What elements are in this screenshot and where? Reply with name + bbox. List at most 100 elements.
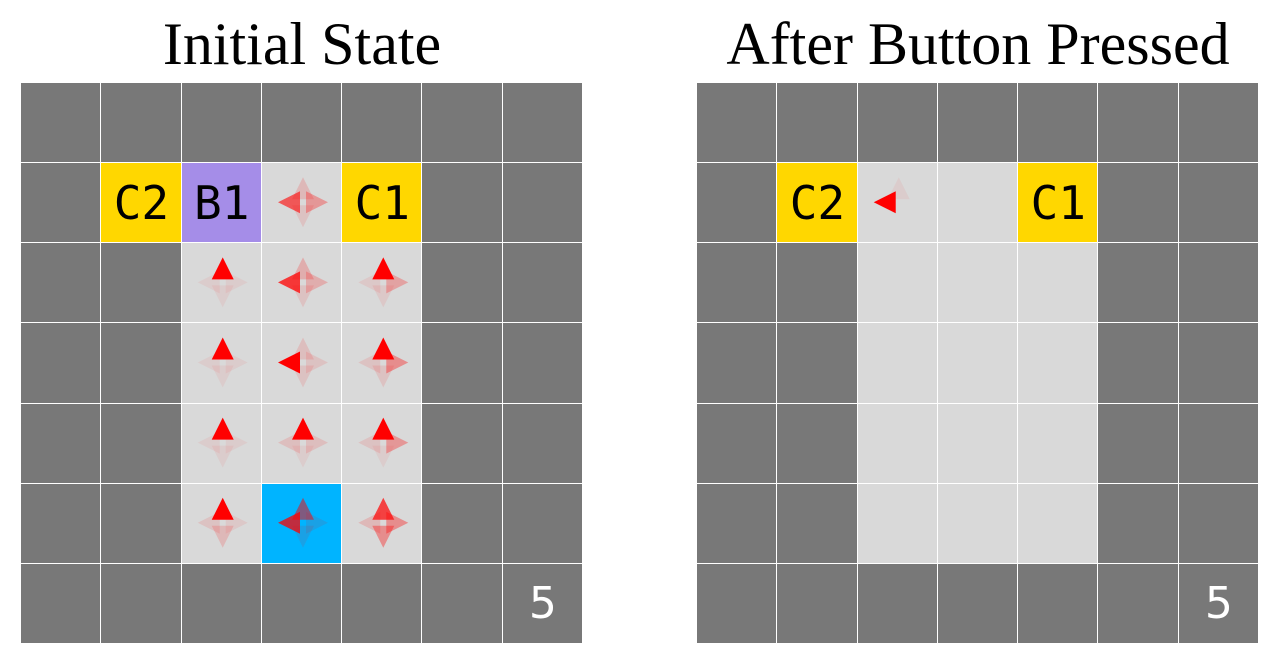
cell-label: C2 — [789, 176, 846, 231]
wall-cell — [422, 243, 503, 324]
wall-cell — [777, 483, 858, 564]
cargo-cell — [342, 163, 423, 244]
wall-cell — [1098, 323, 1179, 404]
wall-cell — [101, 563, 182, 644]
floor-cell — [261, 163, 343, 244]
wall-cell — [21, 83, 102, 164]
wall-cell — [21, 243, 102, 324]
wall-cell — [1178, 483, 1259, 564]
wall-cell — [342, 83, 423, 164]
wall-cell — [937, 83, 1019, 164]
wall-cell — [697, 403, 778, 484]
wall-cell — [101, 403, 182, 484]
wall-cell — [422, 323, 503, 404]
wall-cell — [777, 403, 858, 484]
wall-cell — [21, 563, 102, 644]
cell-label: B1 — [194, 176, 250, 231]
wall-cell — [1178, 403, 1259, 484]
wall-cell — [502, 563, 583, 644]
wall-cell — [101, 323, 182, 404]
wall-cell — [1178, 563, 1259, 644]
wall-cell — [857, 563, 938, 644]
wall-cell — [261, 563, 343, 644]
wall-cell — [697, 243, 778, 324]
floor-cell — [857, 403, 938, 484]
floor-cell — [181, 483, 262, 564]
wall-cell — [422, 163, 503, 244]
floor-cell — [857, 243, 938, 324]
wall-cell — [21, 403, 102, 484]
floor-cell — [342, 243, 423, 324]
wall-cell — [777, 83, 858, 164]
wall-cell — [697, 163, 778, 244]
floor-cell — [181, 243, 262, 324]
wall-cell — [422, 403, 503, 484]
wall-cell — [502, 83, 583, 164]
wall-cell — [1178, 83, 1259, 164]
wall-cell — [1178, 323, 1259, 404]
panel-title: After Button Pressed — [726, 11, 1230, 77]
cargo-cell — [1018, 163, 1099, 244]
agent-cell — [261, 483, 343, 564]
wall-cell — [857, 83, 938, 164]
cell-label-holder: C2 — [101, 163, 181, 243]
floor-cell — [342, 483, 423, 564]
step-counter: 5 — [1204, 578, 1233, 630]
wall-cell — [21, 323, 102, 404]
wall-cell — [101, 243, 182, 324]
wall-cell — [181, 563, 262, 644]
wall-cell — [502, 243, 583, 324]
panel-initial-state: Initial State C2 B1 C1 5 — [21, 0, 583, 662]
wall-cell — [777, 563, 858, 644]
floor-cell — [937, 243, 1019, 324]
floor-cell — [857, 323, 938, 404]
floor-cell — [181, 323, 262, 404]
floor-cell — [857, 163, 938, 244]
wall-cell — [342, 563, 423, 644]
cell-label-holder: B1 — [182, 163, 262, 243]
cell-label-holder: C1 — [342, 163, 422, 243]
floor-cell — [181, 403, 262, 484]
wall-cell — [777, 323, 858, 404]
wall-cell — [101, 83, 182, 164]
wall-cell — [502, 323, 583, 404]
wall-cell — [1178, 243, 1259, 324]
wall-cell — [502, 403, 583, 484]
floor-cell — [342, 323, 423, 404]
wall-cell — [1098, 163, 1179, 244]
wall-cell — [697, 83, 778, 164]
wall-cell — [1098, 83, 1179, 164]
wall-cell — [21, 163, 102, 244]
cell-label: C2 — [113, 176, 170, 231]
game-grid: C2 C1 5 — [697, 83, 1259, 644]
floor-cell — [857, 483, 938, 564]
wall-cell — [101, 483, 182, 564]
wall-cell — [181, 83, 262, 164]
wall-cell — [1098, 483, 1179, 564]
wall-cell — [261, 83, 343, 164]
cell-label-holder: C2 — [777, 163, 857, 243]
cell-label: C1 — [354, 176, 410, 231]
floor-cell — [342, 403, 423, 484]
floor-cell — [937, 163, 1019, 244]
cell-label-holder: C1 — [1018, 163, 1098, 243]
floor-cell — [261, 323, 343, 404]
wall-cell — [777, 243, 858, 324]
cargo-cell — [777, 163, 858, 244]
button-cell — [181, 163, 262, 244]
panel-title: Initial State — [162, 11, 442, 77]
wall-cell — [1098, 403, 1179, 484]
wall-cell — [697, 563, 778, 644]
floor-cell — [1018, 243, 1099, 324]
wall-cell — [1098, 243, 1179, 324]
floor-cell — [1018, 403, 1099, 484]
wall-cell — [1098, 563, 1179, 644]
wall-cell — [502, 483, 583, 564]
floor-cell — [1018, 483, 1099, 564]
wall-cell — [422, 83, 503, 164]
floor-cell — [1018, 323, 1099, 404]
wall-cell — [422, 483, 503, 564]
panel-after-button-pressed: After Button Pressed C2 C1 5 — [697, 0, 1259, 662]
step-counter: 5 — [528, 578, 557, 630]
floor-cell — [937, 323, 1019, 404]
